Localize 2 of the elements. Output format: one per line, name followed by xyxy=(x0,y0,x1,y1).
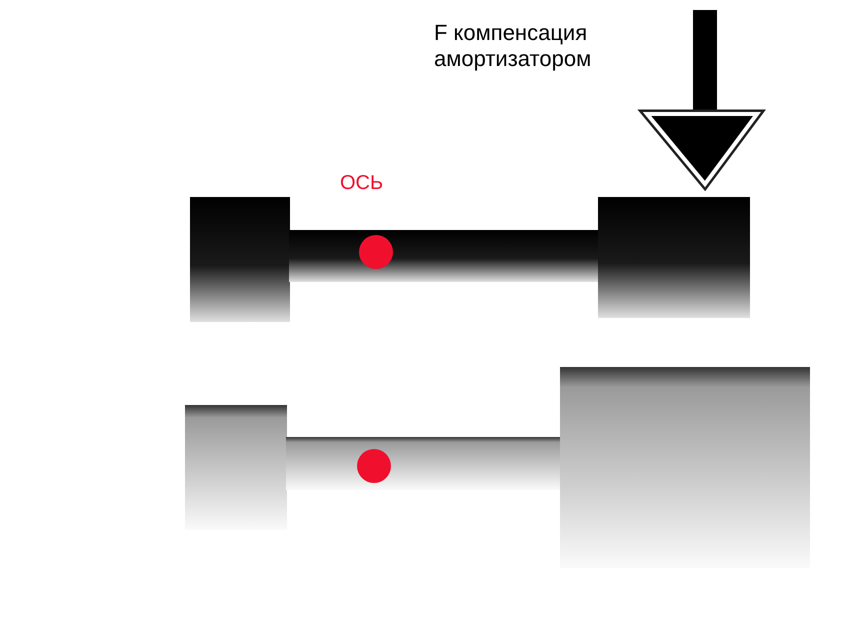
axis-label: ОСЬ xyxy=(340,172,384,195)
force-label: F компенсация амортизатором xyxy=(434,20,592,72)
